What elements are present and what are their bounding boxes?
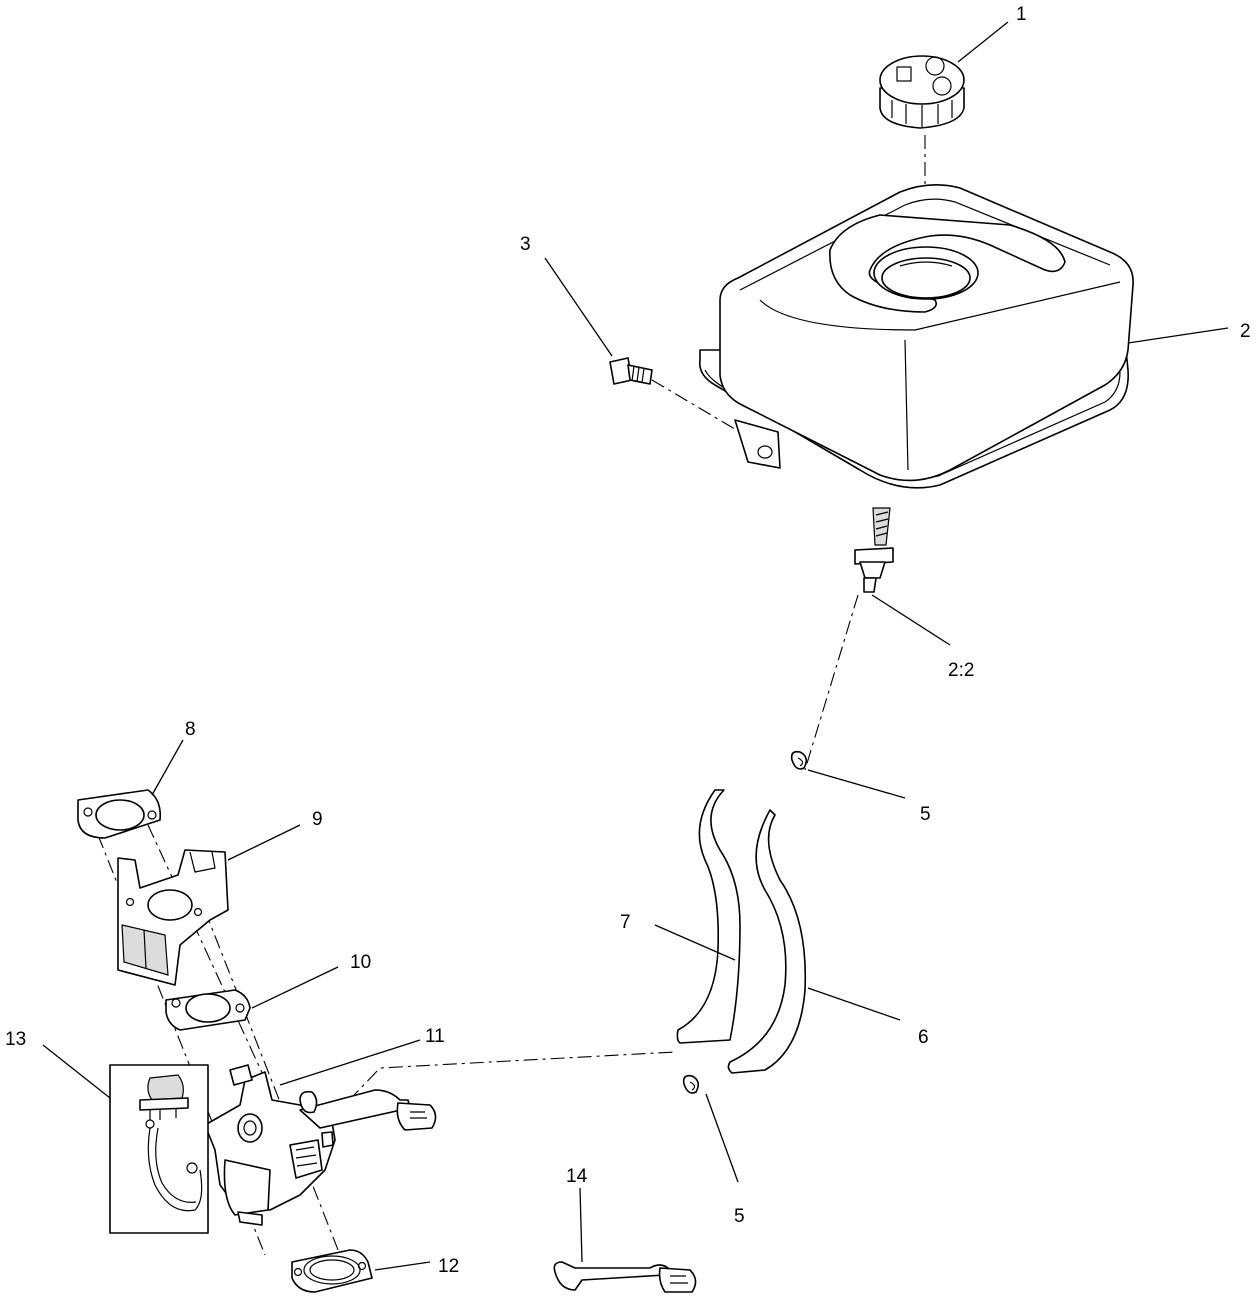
carburetor: [204, 1064, 437, 1226]
fuel-line-long: [727, 809, 807, 1074]
callout-5-lower: 5: [734, 1206, 745, 1227]
callout-2: 2: [1240, 321, 1251, 342]
callout-7: 7: [620, 912, 631, 933]
callout-1: 1: [1016, 4, 1027, 25]
callout-8: 8: [185, 719, 196, 740]
callout-labels: 1 2 2:2 3 5 5 6 7 8 9 10 11 12 13 14: [5, 4, 1251, 1277]
callout-3: 3: [520, 234, 531, 255]
callout-13: 13: [5, 1029, 26, 1050]
insulator-gasket: [77, 789, 162, 839]
fuel-valve-filter: [854, 507, 894, 593]
hose-clamp-lower: [682, 1074, 700, 1094]
callout-5-upper: 5: [920, 804, 931, 825]
fuel-line-short: [676, 789, 741, 1044]
callout-6: 6: [918, 1027, 929, 1048]
hose-clamp-upper: [790, 750, 808, 770]
carburetor-bracket: [117, 849, 229, 986]
air-cleaner-gasket: [291, 1249, 373, 1293]
callout-11: 11: [425, 1026, 445, 1047]
fuel-cap: [879, 55, 965, 129]
tank-mounting-bolt: [609, 357, 653, 385]
callout-12: 12: [438, 1256, 459, 1277]
callout-9: 9: [312, 809, 323, 830]
callout-14: 14: [566, 1166, 588, 1187]
fuel-tank: [698, 184, 1134, 489]
leader-lines: [42, 21, 1229, 1271]
control-linkage-rod: [553, 1261, 697, 1293]
callout-2-2: 2:2: [948, 660, 974, 681]
callout-10: 10: [350, 952, 371, 973]
fuel-shutoff-kit-inset: [109, 1064, 209, 1234]
carburetor-gasket: [165, 989, 251, 1031]
